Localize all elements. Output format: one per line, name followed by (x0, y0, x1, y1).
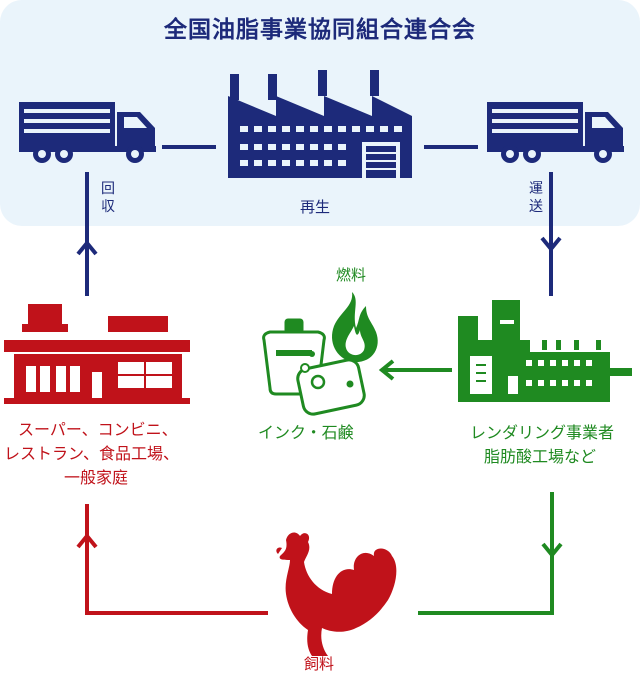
rendering-plant-icon (458, 300, 632, 402)
red-path-to-stores (76, 504, 268, 615)
collect-label: 回収 (101, 181, 115, 215)
rooster-icon (276, 532, 397, 656)
ink-soap-label: インク・石鹸 (258, 423, 354, 442)
collect-arrow (76, 172, 98, 296)
green-arrow-left (378, 359, 452, 381)
store-icon (4, 304, 190, 404)
factory-icon (228, 70, 412, 178)
transport-arrow (540, 172, 562, 296)
rendering-label-line2: 脂肪酸工場など (484, 447, 597, 466)
soap-icon (296, 351, 366, 416)
recycle-label: 再生 (300, 198, 331, 216)
feed-label: 飼料 (304, 655, 335, 673)
truck-icon (19, 102, 156, 163)
green-path-to-feed (418, 492, 563, 615)
fuel-label: 燃料 (336, 266, 367, 284)
stores-label-line1: スーパー、コンビニ、 (18, 420, 178, 439)
stores-label-line3: 一般家庭 (64, 468, 129, 487)
fire-icon (332, 292, 378, 363)
truck-icon (487, 102, 624, 163)
transport-label: 運送 (529, 181, 543, 215)
page-title: 全国油脂事業協同組合連合会 (164, 17, 476, 43)
rendering-label-line1: レンダリング事業者 (470, 423, 615, 442)
stores-label-line2: レストラン、食品工場、 (4, 444, 180, 463)
